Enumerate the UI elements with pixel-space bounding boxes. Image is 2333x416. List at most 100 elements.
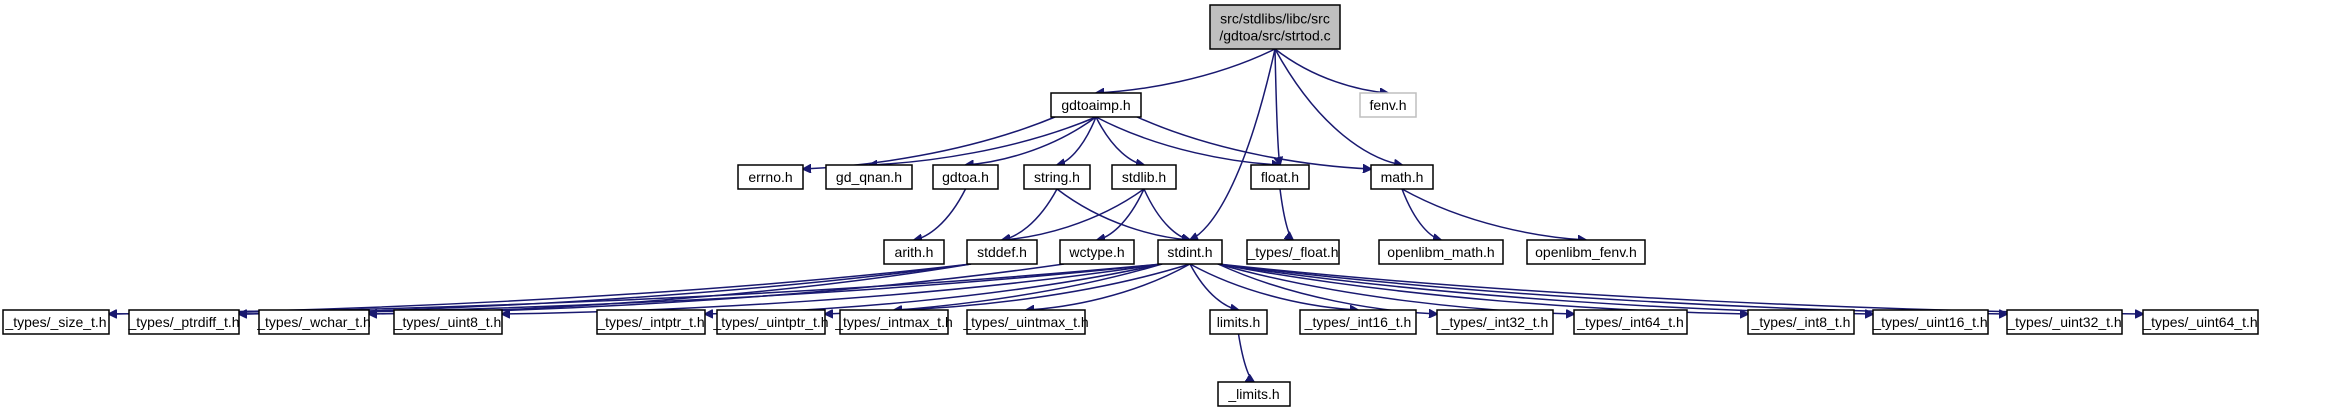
node-gdtoaimp-h[interactable]: gdtoaimp.h [1050, 92, 1142, 118]
node-types-uint16-t-h[interactable]: _types/_uint16_t.h [1872, 309, 1989, 335]
node-label: _types/_uint16_t.h [1872, 314, 1987, 330]
node-box [258, 309, 370, 335]
node-label: _types/_int16_t.h [1304, 314, 1412, 330]
node-label: /gdtoa/src/strtod.c [1219, 28, 1330, 44]
node-types-int8-t-h[interactable]: _types/_int8_t.h [1747, 309, 1855, 335]
edge-stdlib_h-to-stddef_h [1002, 188, 1145, 240]
node-box [1209, 4, 1341, 50]
edge-stdint_h-to-types_uint8_t_h [502, 263, 1163, 314]
node-limits-h[interactable]: limits.h [1209, 309, 1268, 335]
node-box [128, 309, 240, 335]
node-types-intmax-t-h[interactable]: _types/_intmax_t.h [834, 309, 953, 335]
node-label: _types/_uint8_t.h [394, 314, 502, 330]
node-label: _types/_int64_t.h [1576, 314, 1684, 330]
node-box [2, 309, 110, 335]
node-stdlib-h[interactable]: stdlib.h [1111, 164, 1177, 190]
edge-gdtoaimp_h-to-stdlib_h [1095, 116, 1144, 165]
node-label: arith.h [895, 244, 934, 260]
node-box [1436, 309, 1554, 335]
node-types-int64-t-h[interactable]: _types/_int64_t.h [1573, 309, 1688, 335]
node-box [1526, 239, 1646, 265]
node-types-intptr-t-h[interactable]: _types/_intptr_t.h [596, 309, 706, 335]
edge-strtod_c-to-float_h [1275, 48, 1280, 165]
node-label: _types/_wchar_t.h [256, 314, 371, 330]
node-label: _types/_int32_t.h [1441, 314, 1549, 330]
node-label: float.h [1261, 169, 1299, 185]
node-label: gdtoaimp.h [1061, 97, 1130, 113]
node-stdint-h[interactable]: stdint.h [1157, 239, 1223, 265]
node-types-float-h[interactable]: _types/_float.h [1246, 239, 1340, 265]
node-box [1299, 309, 1417, 335]
node-strtod-c[interactable]: src/stdlibs/libc/src/gdtoa/src/strtod.c [1209, 4, 1341, 50]
node-fenv-h[interactable]: fenv.h [1359, 92, 1417, 118]
node-label: limits.h [1217, 314, 1261, 330]
node-label: _types/_uintmax_t.h [962, 314, 1088, 330]
node-box [1747, 309, 1855, 335]
node-box [393, 309, 503, 335]
node-openlibm-fenv-h[interactable]: openlibm_fenv.h [1526, 239, 1646, 265]
edge-math_h-to-openlibm_math_h [1401, 188, 1441, 240]
node-box [839, 309, 949, 335]
node-limits-internal-h[interactable]: _limits.h [1217, 381, 1291, 407]
node-box [966, 239, 1038, 265]
node-types-uint32-t-h[interactable]: _types/_uint32_t.h [2006, 309, 2123, 335]
node-arith-h[interactable]: arith.h [883, 239, 945, 265]
node-types-uint64-t-h[interactable]: _types/_uint64_t.h [2142, 309, 2259, 335]
node-math-h[interactable]: math.h [1370, 164, 1434, 190]
node-errno-h[interactable]: errno.h [737, 164, 804, 190]
edge-stdint_h-to-types_intmax_t_h [894, 263, 1191, 310]
node-types-int32-t-h[interactable]: _types/_int32_t.h [1436, 309, 1554, 335]
edge-gdtoaimp_h-to-math_h [1136, 116, 1371, 169]
node-box [1378, 239, 1504, 265]
edge-math_h-to-openlibm_fenv_h [1401, 188, 1586, 240]
node-label: _types/_size_t.h [4, 314, 106, 330]
edge-gdtoaimp_h-to-string_h [1057, 116, 1097, 165]
node-box [1050, 92, 1142, 118]
node-label: _types/_intmax_t.h [834, 314, 953, 330]
node-label: gdtoa.h [942, 169, 989, 185]
node-string-h[interactable]: string.h [1023, 164, 1091, 190]
node-label: _types/_uint64_t.h [2142, 314, 2257, 330]
node-types-uintmax-t-h[interactable]: _types/_uintmax_t.h [962, 309, 1089, 335]
node-types-size-t-h[interactable]: _types/_size_t.h [2, 309, 110, 335]
node-types-ptrdiff-t-h[interactable]: _types/_ptrdiff_t.h [127, 309, 240, 335]
edge-gdtoaimp_h-to-float_h [1095, 116, 1280, 165]
node-label: _types/_float.h [1246, 244, 1338, 260]
edge-float_h-to-types_float_h [1279, 188, 1293, 240]
edge-gdtoaimp_h-to-gd_qnan_h [869, 116, 1097, 165]
node-box [1359, 92, 1417, 118]
node-box [1370, 164, 1434, 190]
edge-stdint_h-to-types_uint32_t_h [1217, 263, 2007, 314]
node-openlibm-math-h[interactable]: openlibm_math.h [1378, 239, 1504, 265]
node-box [1059, 239, 1135, 265]
edge-strtod_c-to-stdint_h [1190, 48, 1276, 240]
node-box [1573, 309, 1688, 335]
node-types-uint8-t-h[interactable]: _types/_uint8_t.h [393, 309, 503, 335]
node-stddef-h[interactable]: stddef.h [966, 239, 1038, 265]
edge-stdint_h-to-types_uintmax_t_h [1026, 263, 1191, 310]
node-box [716, 309, 826, 335]
node-box [1246, 239, 1340, 265]
node-gdtoa-h[interactable]: gdtoa.h [932, 164, 999, 190]
node-types-uintptr-t-h[interactable]: _types/_uintptr_t.h [712, 309, 829, 335]
node-box [1250, 164, 1310, 190]
edge-stdint_h-to-types_uint64_t_h [1217, 263, 2143, 314]
node-label: _types/_ptrdiff_t.h [127, 314, 239, 330]
node-box [1111, 164, 1177, 190]
node-label: _limits.h [1227, 386, 1279, 402]
edge-string_h-to-stdint_h [1056, 188, 1190, 240]
node-box [2142, 309, 2259, 335]
edge-strtod_c-to-gdtoaimp_h [1096, 48, 1276, 93]
node-label: math.h [1381, 169, 1424, 185]
node-box [1209, 309, 1268, 335]
node-label: wctype.h [1068, 244, 1124, 260]
node-types-wchar-t-h[interactable]: _types/_wchar_t.h [256, 309, 371, 335]
node-gd-qnan-h[interactable]: gd_qnan.h [825, 164, 913, 190]
node-label: stddef.h [977, 244, 1027, 260]
node-wctype-h[interactable]: wctype.h [1059, 239, 1135, 265]
node-types-int16-t-h[interactable]: _types/_int16_t.h [1299, 309, 1417, 335]
node-float-h[interactable]: float.h [1250, 164, 1310, 190]
node-label: string.h [1034, 169, 1080, 185]
node-label: src/stdlibs/libc/src [1220, 11, 1330, 27]
node-label: stdlib.h [1122, 169, 1166, 185]
